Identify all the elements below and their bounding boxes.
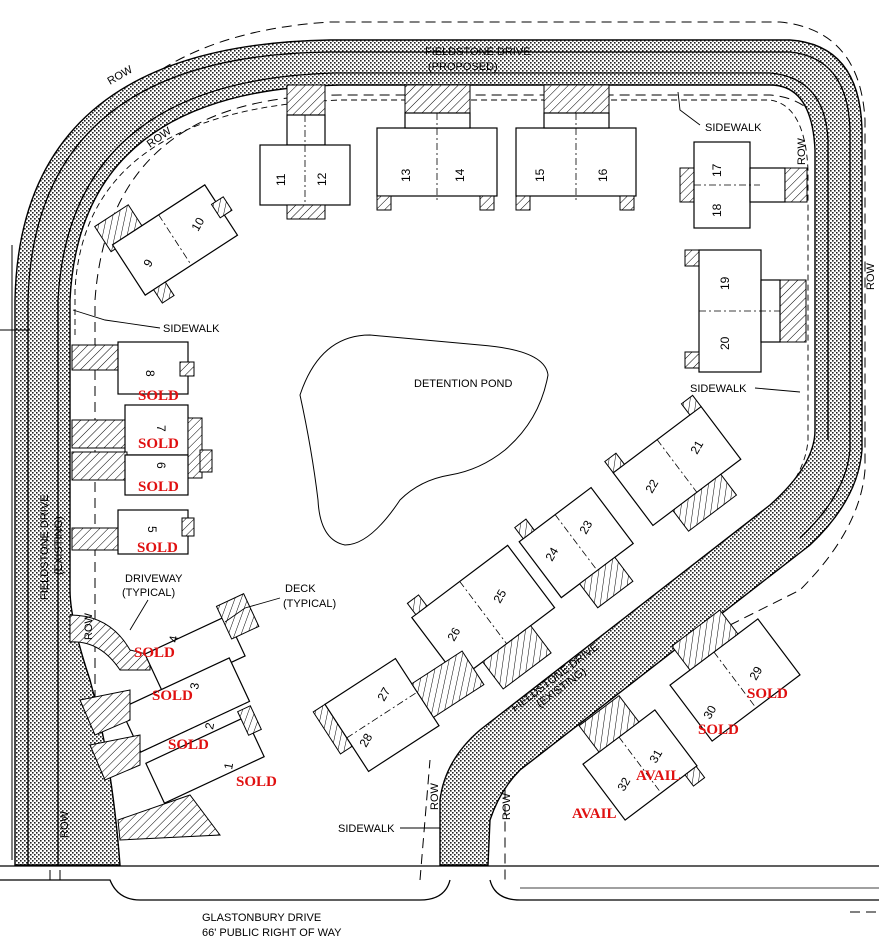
unit-number-30: 30 — [700, 703, 719, 722]
unit-number-16: 16 — [596, 168, 610, 182]
south-street-label: GLASTONBURY DRIVE — [202, 912, 321, 924]
building-5-8 — [71, 341, 213, 555]
building-23-24 — [514, 486, 635, 609]
unit-numbers: 1 2 3 4 5 6 7 8 9 10 11 12 13 14 15 16 1… — [140, 163, 765, 793]
status-unit-6: SOLD — [138, 479, 179, 495]
unit-number-24: 24 — [542, 545, 561, 564]
sidewalk-label-e: SIDEWALK — [690, 383, 747, 395]
unit-number-8: 8 — [143, 370, 157, 377]
unit-number-29: 29 — [746, 664, 765, 683]
status-unit-30: SOLD — [698, 722, 739, 738]
building-31-32 — [578, 694, 706, 821]
status-unit-7: SOLD — [138, 436, 179, 452]
building-11-12 — [259, 84, 351, 220]
unit-number-10: 10 — [188, 215, 207, 234]
unit-number-23: 23 — [576, 518, 595, 537]
building-13-14 — [376, 84, 498, 211]
unit-number-20: 20 — [718, 336, 732, 350]
unit-number-13: 13 — [399, 168, 413, 182]
unit-number-1: 1 — [221, 761, 236, 770]
status-unit-1: SOLD — [236, 774, 277, 790]
unit-number-4: 4 — [166, 634, 181, 643]
building-21-22 — [604, 394, 742, 532]
unit-number-14: 14 — [453, 168, 467, 182]
detention-pond-label: DETENTION POND — [414, 378, 512, 390]
status-unit-32: AVAIL — [572, 806, 616, 822]
status-unit-2: SOLD — [168, 737, 209, 753]
deck-label: DECK — [285, 583, 316, 595]
detention-pond — [299, 334, 549, 546]
building-1-4 — [69, 593, 265, 841]
row-label-w: ROW — [83, 613, 95, 641]
status-unit-29: SOLD — [747, 686, 788, 702]
unit-number-6: 6 — [154, 462, 168, 469]
row-label-sw: ROW — [59, 811, 71, 839]
west-side-road — [0, 245, 30, 860]
driveway-note: (TYPICAL) — [122, 587, 175, 599]
unit-status-labels: SOLD SOLD SOLD SOLD SOLD SOLD SOLD SOLD … — [134, 388, 788, 822]
status-unit-8: SOLD — [138, 388, 179, 404]
unit-number-15: 15 — [533, 168, 547, 182]
north-street-note: (PROPOSED) — [428, 61, 498, 73]
sidewalk-label-w: SIDEWALK — [163, 323, 220, 335]
building-9-10 — [94, 184, 239, 304]
row-label-s2: ROW — [501, 793, 513, 821]
north-street-label: FIELDSTONE DRIVE — [425, 46, 531, 58]
row-label-s1: ROW — [429, 783, 441, 811]
unit-number-32: 32 — [614, 775, 633, 794]
fieldstone-drive-road — [14, 39, 863, 866]
sidewalk-label-s: SIDEWALK — [338, 823, 395, 835]
row-label-e2: ROW — [865, 263, 877, 291]
glastonbury-drive-road — [0, 865, 879, 913]
status-unit-5: SOLD — [137, 540, 178, 556]
unit-number-5: 5 — [145, 526, 159, 533]
unit-number-19: 19 — [718, 276, 732, 290]
unit-number-2: 2 — [202, 721, 217, 730]
unit-number-31: 31 — [646, 747, 665, 766]
unit-number-11: 11 — [274, 173, 288, 186]
unit-number-25: 25 — [490, 587, 509, 606]
building-19-20 — [684, 249, 807, 373]
unit-number-17: 17 — [710, 163, 724, 177]
row-label-e1: ROW — [796, 138, 808, 166]
west-street-note: (EXISTING) — [53, 516, 65, 575]
status-unit-4: SOLD — [134, 645, 175, 661]
unit-number-21: 21 — [687, 438, 706, 457]
status-unit-31: AVAIL — [636, 768, 680, 784]
unit-number-7: 7 — [154, 425, 168, 432]
deck-note: (TYPICAL) — [283, 598, 336, 610]
south-street-note: 66' PUBLIC RIGHT OF WAY — [202, 927, 342, 939]
building-17-18 — [679, 141, 808, 229]
unit-number-27: 27 — [374, 685, 393, 704]
building-29-30 — [669, 609, 801, 742]
driveway-label: DRIVEWAY — [125, 573, 183, 585]
west-street-label: FIELDSTONE DRIVE — [39, 494, 51, 600]
leader-lines — [72, 91, 801, 829]
building-25-26 — [406, 544, 556, 690]
unit-number-26: 26 — [444, 625, 463, 644]
unit-number-18: 18 — [710, 203, 724, 217]
unit-number-3: 3 — [187, 681, 202, 690]
unit-number-28: 28 — [356, 731, 375, 750]
building-15-16 — [515, 84, 637, 211]
status-unit-3: SOLD — [152, 688, 193, 704]
sidewalk-label-n: SIDEWALK — [705, 122, 762, 134]
unit-number-12: 12 — [315, 172, 329, 186]
building-27-28 — [312, 650, 485, 773]
unit-number-22: 22 — [642, 477, 661, 496]
